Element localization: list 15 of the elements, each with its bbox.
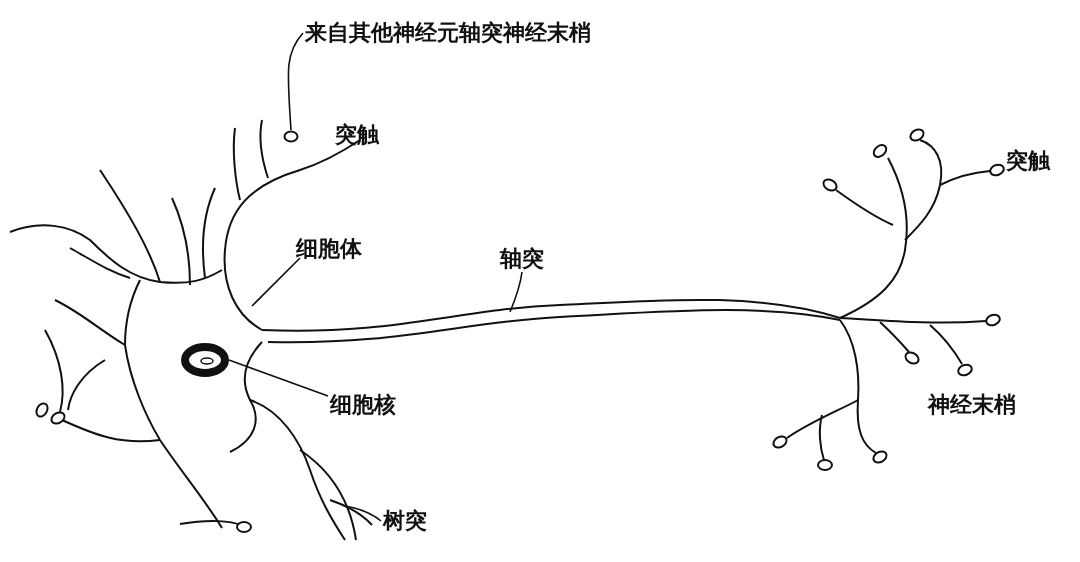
part-label: 突触 xyxy=(1006,148,1050,174)
leader-line xyxy=(287,32,304,131)
leader-line xyxy=(228,359,329,397)
leader-line xyxy=(509,271,523,313)
callout-label: 树突 xyxy=(383,508,427,534)
part-label: 神经末梢 xyxy=(928,392,1016,418)
nucleus-icon xyxy=(181,343,229,377)
leader-line xyxy=(251,257,301,307)
callout-label: 来自其他神经元轴突神经末梢 xyxy=(305,20,591,46)
callout-label: 细胞体 xyxy=(296,236,362,262)
part-label: 突触 xyxy=(335,122,379,148)
leader-line xyxy=(344,505,382,522)
callout-label: 细胞核 xyxy=(330,392,396,418)
callout-label: 轴突 xyxy=(500,246,544,272)
synapse-icon xyxy=(283,130,299,143)
